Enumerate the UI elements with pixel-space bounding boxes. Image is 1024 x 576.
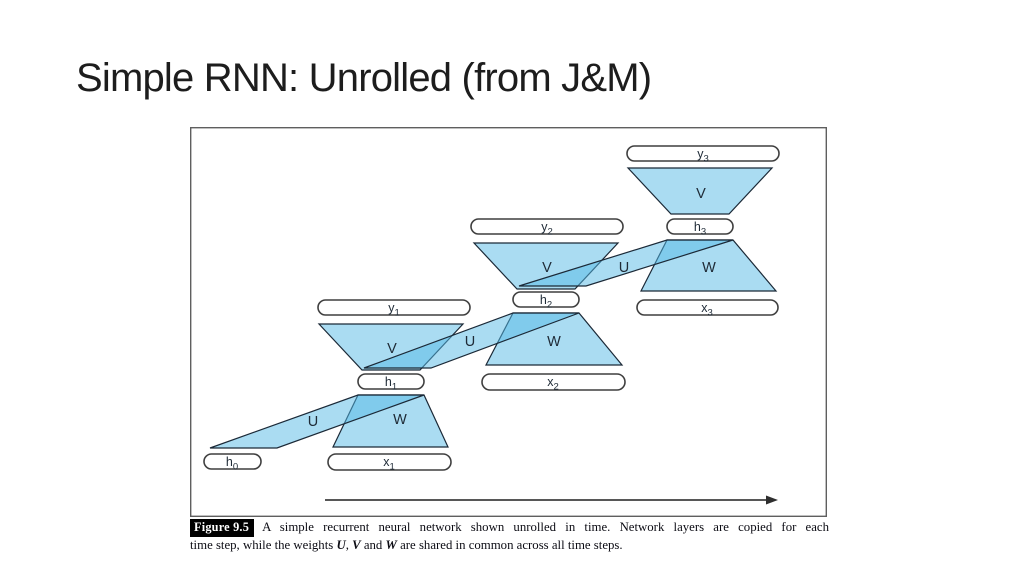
- time-axis-arrow: [325, 495, 778, 505]
- caption-sep-1: ,: [345, 537, 353, 552]
- caption-weight-v: V: [352, 537, 361, 552]
- pill-y1: [317, 299, 471, 316]
- u-connector-step1: [209, 394, 425, 449]
- label-v-step3: V: [696, 186, 706, 202]
- pill-x3: [636, 299, 779, 316]
- pill-h3: [666, 218, 734, 235]
- caption-text-2: time step, while the weights: [190, 537, 337, 552]
- slide-title: Simple RNN: Unrolled (from J&M): [76, 56, 652, 100]
- figure-caption: Figure 9.5 A simple recurrent neural netw…: [190, 519, 829, 553]
- pill-x2: [481, 373, 626, 391]
- label-y1: y1: [388, 301, 400, 319]
- label-y3: y3: [697, 147, 709, 165]
- figure-number-tag: Figure 9.5: [190, 519, 255, 537]
- label-u-step1: U: [308, 414, 318, 430]
- label-v-step2: V: [542, 260, 552, 276]
- label-w-step2: W: [547, 334, 561, 350]
- pill-h0: [203, 453, 262, 470]
- label-u-step3: U: [619, 260, 629, 276]
- caption-weight-w: W: [385, 537, 397, 552]
- label-h0: h0: [226, 455, 238, 473]
- label-y2: y2: [541, 220, 553, 238]
- pill-h1: [357, 373, 425, 390]
- u-connector-step3: [518, 239, 734, 287]
- pill-y3: [626, 145, 780, 162]
- label-h1: h1: [385, 375, 397, 393]
- arrowhead-icon: [766, 495, 778, 505]
- caption-weight-u: U: [336, 537, 346, 552]
- label-h3: h3: [694, 220, 706, 238]
- caption-line-2: time step, while the weights U, V and W …: [190, 537, 829, 554]
- label-x2: x2: [547, 375, 559, 393]
- label-h2: h2: [540, 293, 552, 311]
- caption-text-3: are shared in common across all time ste…: [396, 537, 623, 552]
- label-w-step3: W: [702, 260, 716, 276]
- v-trapezoid-step3: [626, 167, 774, 215]
- caption-line-1: Figure 9.5 A simple recurrent neural netw…: [190, 519, 829, 537]
- label-u-step2: U: [465, 334, 475, 350]
- u-connector-step2: [363, 312, 580, 369]
- label-w-step1: W: [393, 412, 407, 428]
- caption-sep-2: and: [360, 537, 386, 552]
- label-v-step1: V: [387, 341, 397, 357]
- label-x3: x3: [701, 301, 713, 319]
- pill-h2: [512, 291, 580, 308]
- pill-x1: [327, 453, 452, 471]
- rnn-unrolled-diagram: h0 x1 h1 y1 x2 h2 y2 x3 h3 y3 V V V W W …: [190, 127, 827, 517]
- pill-y2: [470, 218, 624, 235]
- label-x1: x1: [383, 455, 395, 473]
- caption-text-1: A simple recurrent neural network shown …: [262, 520, 829, 534]
